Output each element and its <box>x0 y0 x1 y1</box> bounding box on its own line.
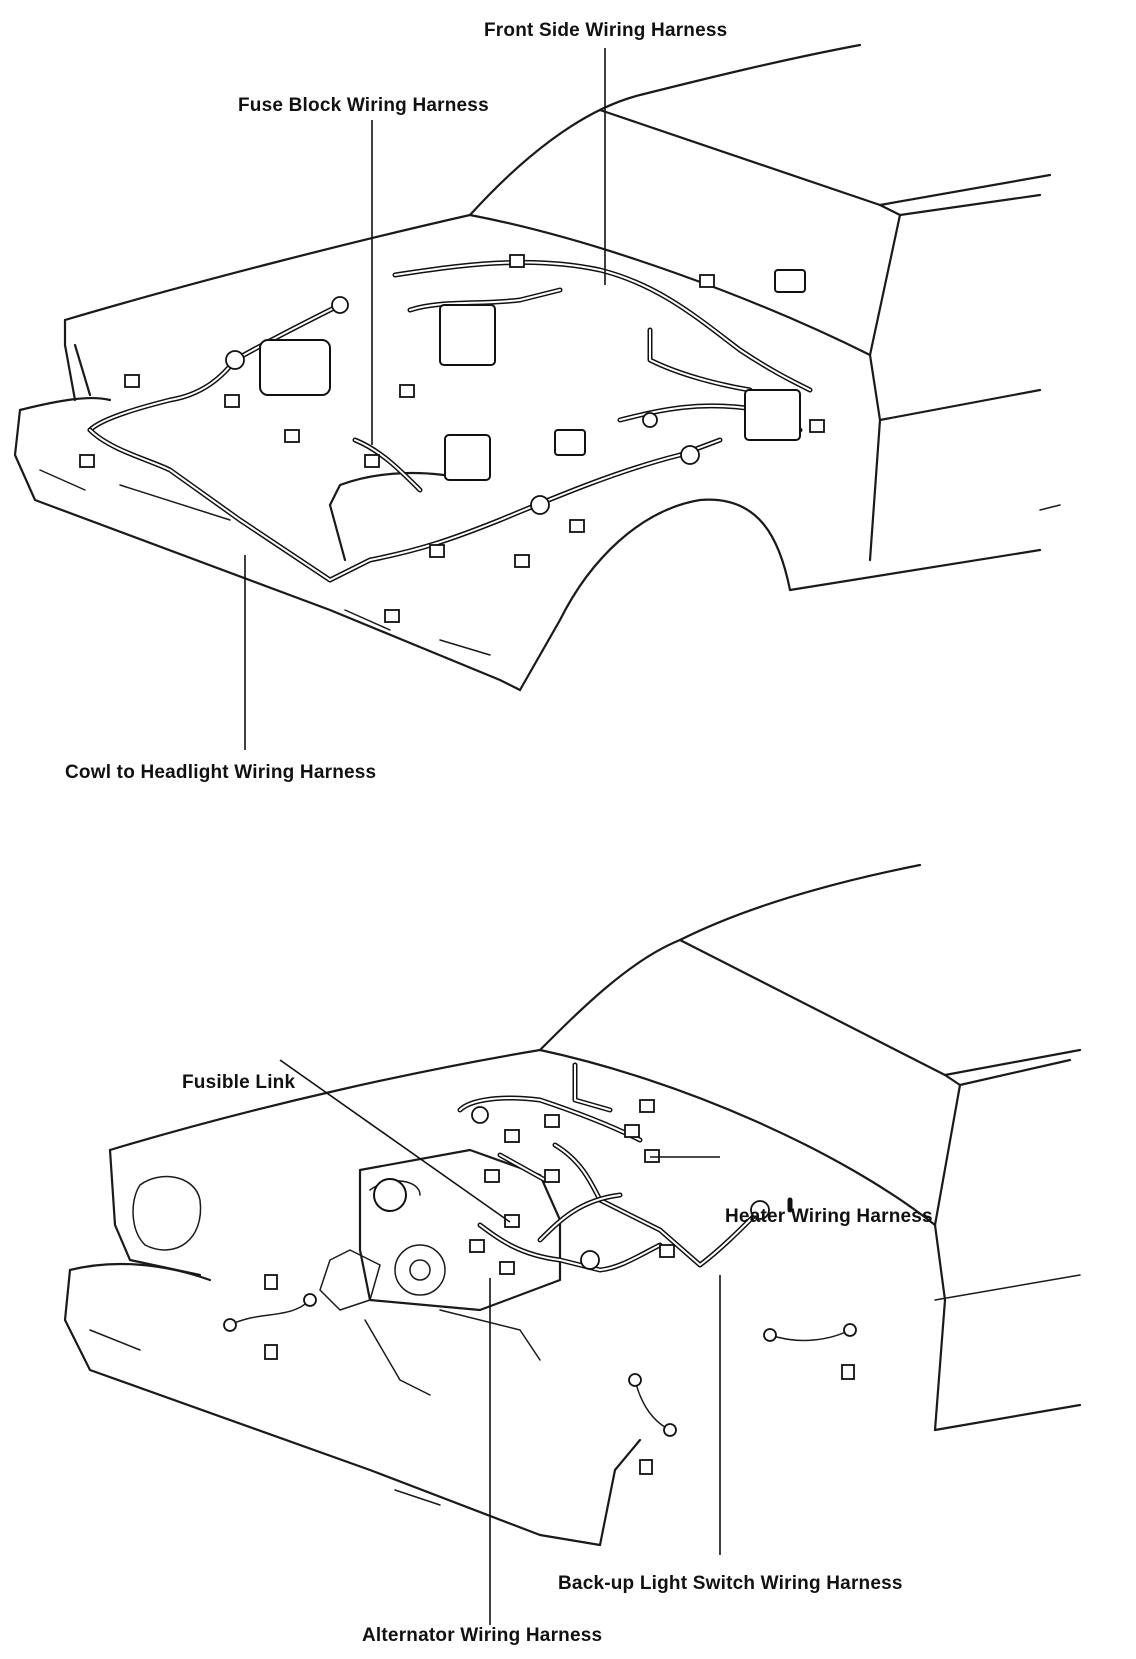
bottom-engine <box>319 1148 562 1396</box>
label-heater-wiring-harness: Heater Wiring Harness <box>725 1206 933 1227</box>
label-fusible-link: Fusible Link <box>182 1072 296 1093</box>
bottom-harness-wires <box>457 1062 793 1273</box>
label-alternator-wiring-harness: Alternator Wiring Harness <box>362 1625 603 1646</box>
label-back-up-light-switch-wiring-harness: Back-up Light Switch Wiring Harness <box>558 1573 903 1594</box>
top-car-body <box>13 43 1061 692</box>
bottom-components <box>223 1099 857 1475</box>
label-cowl-to-headlight-wiring-harness: Cowl to Headlight Wiring Harness <box>65 762 377 783</box>
label-front-side-wiring-harness: Front Side Wiring Harness <box>484 20 728 41</box>
bottom-car-body <box>63 863 1082 1547</box>
bottom-leader-lines <box>279 1059 721 1625</box>
top-components <box>79 254 825 623</box>
top-leader-lines <box>244 48 606 750</box>
label-fuse-block-wiring-harness: Fuse Block Wiring Harness <box>238 95 489 116</box>
